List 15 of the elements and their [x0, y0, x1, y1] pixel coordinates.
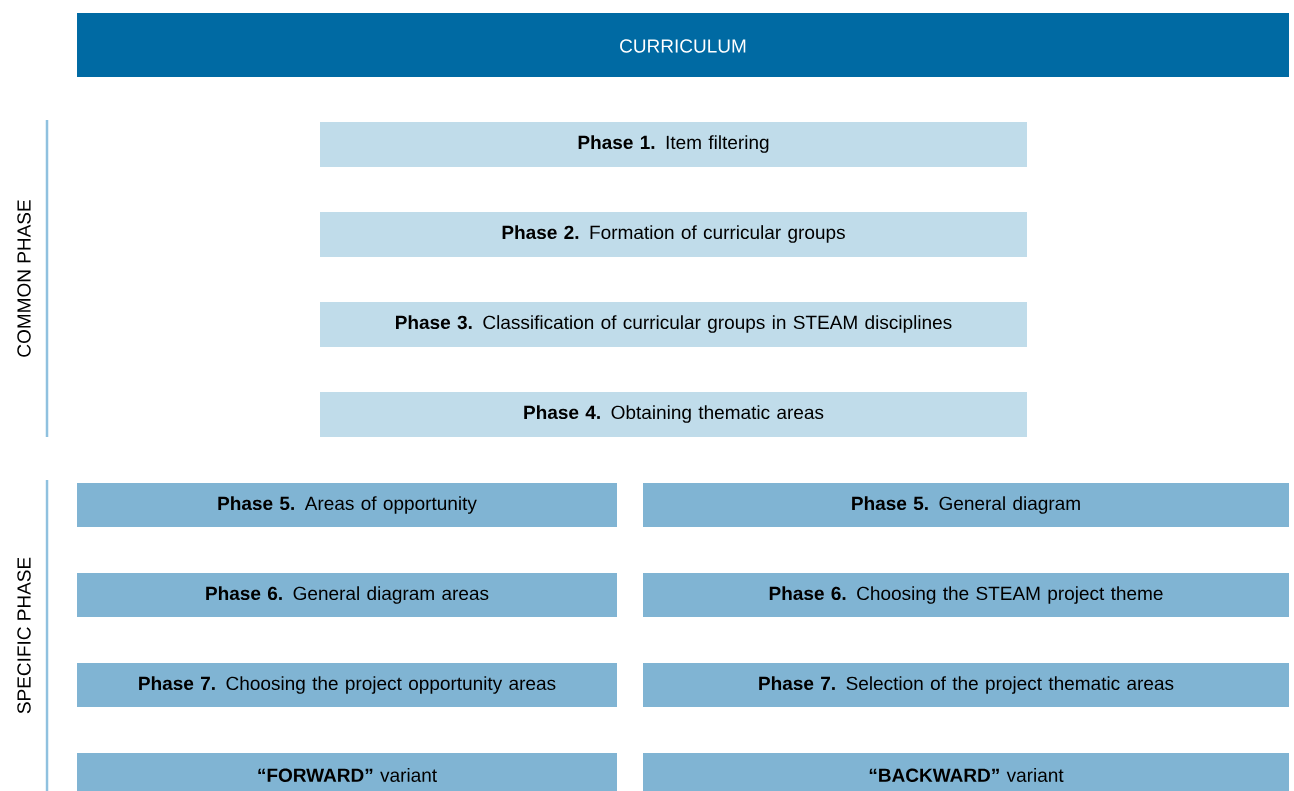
phase-box: Phase 1. Item filtering	[320, 122, 1027, 167]
phase-box: Phase 4. Obtaining thematic areas	[320, 392, 1027, 437]
phase-box: Phase 5. General diagram	[643, 483, 1289, 527]
header-band: CURRICULUM	[77, 13, 1289, 77]
phase-box: Phase 5. Areas of opportunity	[77, 483, 617, 527]
phase-box: Phase 3. Classification of curricular groups in STEAM disciplines	[320, 302, 1027, 347]
section-label: SPECIFIC PHASE	[17, 557, 31, 714]
phase-box: “BACKWARD” variant	[643, 753, 1289, 791]
phase-box: Phase 6. Choosing the STEAM project theme	[643, 573, 1289, 617]
phase-box: Phase 7. Selection of the project thematic areas	[643, 663, 1289, 707]
phase-box: Phase 6. General diagram areas	[77, 573, 617, 617]
section-label: COMMON PHASE	[17, 200, 31, 357]
phase-box: Phase 7. Choosing the project opportunity areas	[77, 663, 617, 707]
phase-box: Phase 2. Formation of curricular groups	[320, 212, 1027, 257]
phase-box: “FORWARD” variant	[77, 753, 617, 791]
